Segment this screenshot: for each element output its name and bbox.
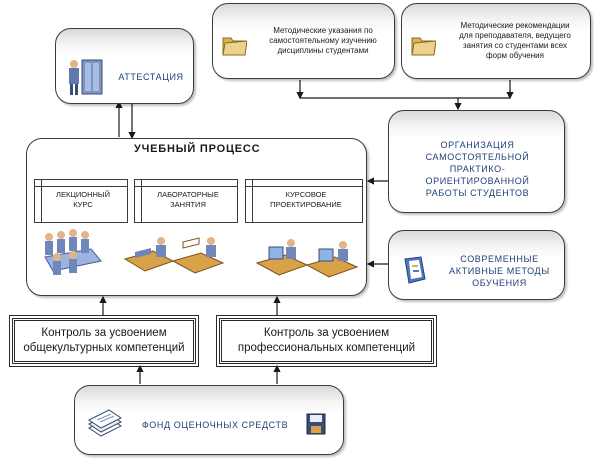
text-line: занятия со студентами всех [463,41,567,50]
organization-text: ОРГАНИЗАЦИЯ САМОСТОЯТЕЛЬНОЙ ПРАКТИКО- ОР… [395,139,560,199]
meeting-icon [44,229,102,275]
assessment-fund-label: ФОНД ОЦЕНОЧНЫХ СРЕДСТВ [141,420,289,430]
text-line: Контроль за усвоением [263,327,390,339]
text-line: Контроль за усвоением [41,327,167,339]
book-icon [404,256,426,284]
disk-icon [306,413,326,435]
attestation-label: АТТЕСТАЦИЯ [118,72,184,82]
text-line: ЛАБОРАТОРНЫЕ [157,190,219,199]
tab-course-design-text: КУРСОВОЕ ПРОЕКТИРОВАНИЕ [252,190,360,209]
text-line: самостоятельному изучению [269,36,377,45]
text-line: профессиональных компетенций [237,342,416,354]
text-line: ПРОЕКТИРОВАНИЕ [270,199,342,209]
attestation-panel: АТТЕСТАЦИЯ [55,28,194,104]
text-line: АКТИВНЫЕ МЕТОДЫ [449,266,550,276]
text-line: ОРГАНИЗАЦИЯ [440,140,515,150]
assessment-fund-panel: ФОНД ОЦЕНОЧНЫХ СРЕДСТВ [74,385,344,455]
tab-lecture-text: ЛЕКЦИОННЫЙ КУРС [41,190,125,209]
lab-icon [123,237,225,274]
guidelines-teachers-text: Методические рекомендации для преподават… [440,21,590,61]
tab-laboratory-text: ЛАБОРАТОРНЫЕ ЗАНЯТИЯ [141,190,235,209]
learning-process-panel: УЧЕБНЫЙ ПРОЦЕСС ЛЕКЦИОННЫЙ КУРС ЛАБОРАТО… [26,138,367,296]
text-line: ОБУЧЕНИЯ [472,278,527,288]
text-line: дисциплины студентами [277,46,369,55]
text-line: САМОСТОЯТЕЛЬНОЙ [425,152,530,162]
guidelines-students-text: Методические указания по самостоятельном… [253,26,393,56]
text-line: ЛЕКЦИОННЫЙ [56,190,110,199]
folder-icon [222,37,247,56]
control-professional-competences: Контроль за усвоением профессиональных к… [216,315,437,367]
documents-icon [88,409,122,437]
text-line: КУРСОВОЕ [285,190,327,199]
text-line: ЗАНЯТИЯ [170,199,206,209]
text-line: КУРС [73,199,93,209]
learning-process-title: УЧЕБНЫЙ ПРОЦЕСС [134,143,261,155]
modern-methods-panel: СОВРЕМЕННЫЕ АКТИВНЫЕ МЕТОДЫ ОБУЧЕНИЯ [388,230,565,300]
tab-lecture: ЛЕКЦИОННЫЙ КУРС [34,179,128,223]
folder-icon [411,37,436,56]
control-general-competences: Контроль за усвоением общекультурных ком… [9,315,199,367]
computer-icon [255,239,359,278]
people-server-icon [69,59,103,95]
text-line: общекультурных компетенций [23,342,185,354]
tab-course-design: КУРСОВОЕ ПРОЕКТИРОВАНИЕ [245,179,363,223]
organization-panel: ОРГАНИЗАЦИЯ САМОСТОЯТЕЛЬНОЙ ПРАКТИКО- ОР… [388,110,565,213]
text-line: Методические рекомендации [460,21,570,30]
tab-laboratory: ЛАБОРАТОРНЫЕ ЗАНЯТИЯ [134,179,238,223]
text-line: ПРАКТИКО- [449,164,506,174]
guidelines-students-panel: Методические указания по самостоятельном… [212,3,395,79]
text-line: форм обучения [486,51,544,60]
text-line: РАБОТЫ СТУДЕНТОВ [425,188,530,198]
text-line: для преподавателя, ведущего [459,31,571,40]
guidelines-teachers-panel: Методические рекомендации для преподават… [401,3,591,79]
text-line: ОРИЕНТИРОВАННОЙ [425,176,530,186]
text-line: СОВРЕМЕННЫЕ [460,254,539,264]
text-line: Методические указания по [273,26,373,35]
modern-methods-text: СОВРЕМЕННЫЕ АКТИВНЫЕ МЕТОДЫ ОБУЧЕНИЯ [437,253,562,289]
